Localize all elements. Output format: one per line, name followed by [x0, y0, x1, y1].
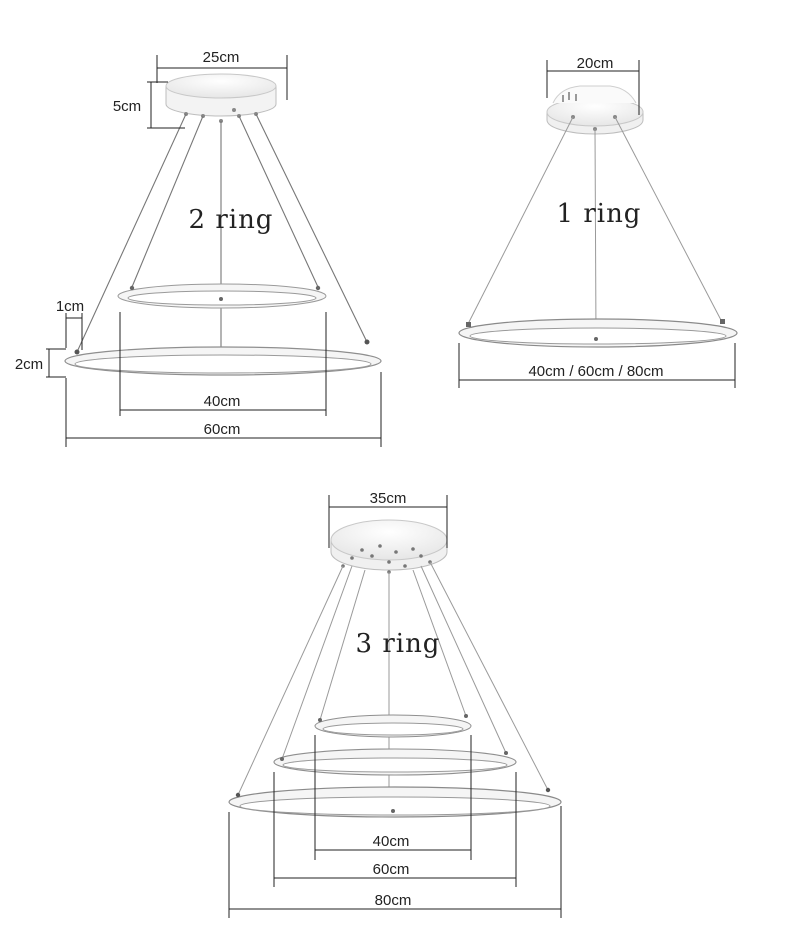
three-ring-canopy-width-label: 35cm — [370, 490, 407, 507]
two-ring-outer-diameter-label: 60cm — [204, 421, 241, 438]
three-ring-small-ring — [314, 714, 472, 738]
two-ring-thickness-label: 1cm — [56, 298, 84, 315]
one-ring-title: 1 ring — [557, 199, 642, 229]
three-ring-small-diameter-label: 40cm — [373, 833, 410, 850]
three-ring-diagram: 35cm 3 ring 40cm 60cm 80cm — [228, 490, 562, 918]
two-ring-title: 2 ring — [189, 205, 274, 235]
three-ring-medium-diameter-label: 60cm — [373, 861, 410, 878]
one-ring-diagram: 20cm 1 ring 40cm / 60cm / 80cm — [458, 55, 738, 388]
two-ring-canopy-height-label: 5cm — [113, 98, 141, 115]
two-ring-canopy — [165, 73, 277, 123]
three-ring-canopy — [330, 519, 448, 574]
two-ring-inner-diameter-label: 40cm — [204, 393, 241, 410]
two-ring-diagram: 25cm 5cm 2 ring 1cm 2cm 40cm 60cm — [15, 49, 382, 447]
three-ring-large-ring — [228, 786, 562, 818]
one-ring-canopy-width-label: 20cm — [577, 55, 614, 72]
two-ring-canopy-width-label: 25cm — [203, 49, 240, 66]
one-ring-canopy — [546, 85, 644, 135]
two-ring-inner-ring — [117, 283, 327, 309]
three-ring-medium-ring — [273, 748, 517, 776]
two-ring-height-label: 2cm — [15, 356, 43, 373]
two-ring-outer-ring — [64, 339, 382, 376]
three-ring-large-diameter-label: 80cm — [375, 892, 412, 909]
one-ring-ring — [458, 318, 738, 348]
one-ring-sizes-label: 40cm / 60cm / 80cm — [528, 363, 663, 380]
three-ring-title: 3 ring — [356, 629, 441, 659]
